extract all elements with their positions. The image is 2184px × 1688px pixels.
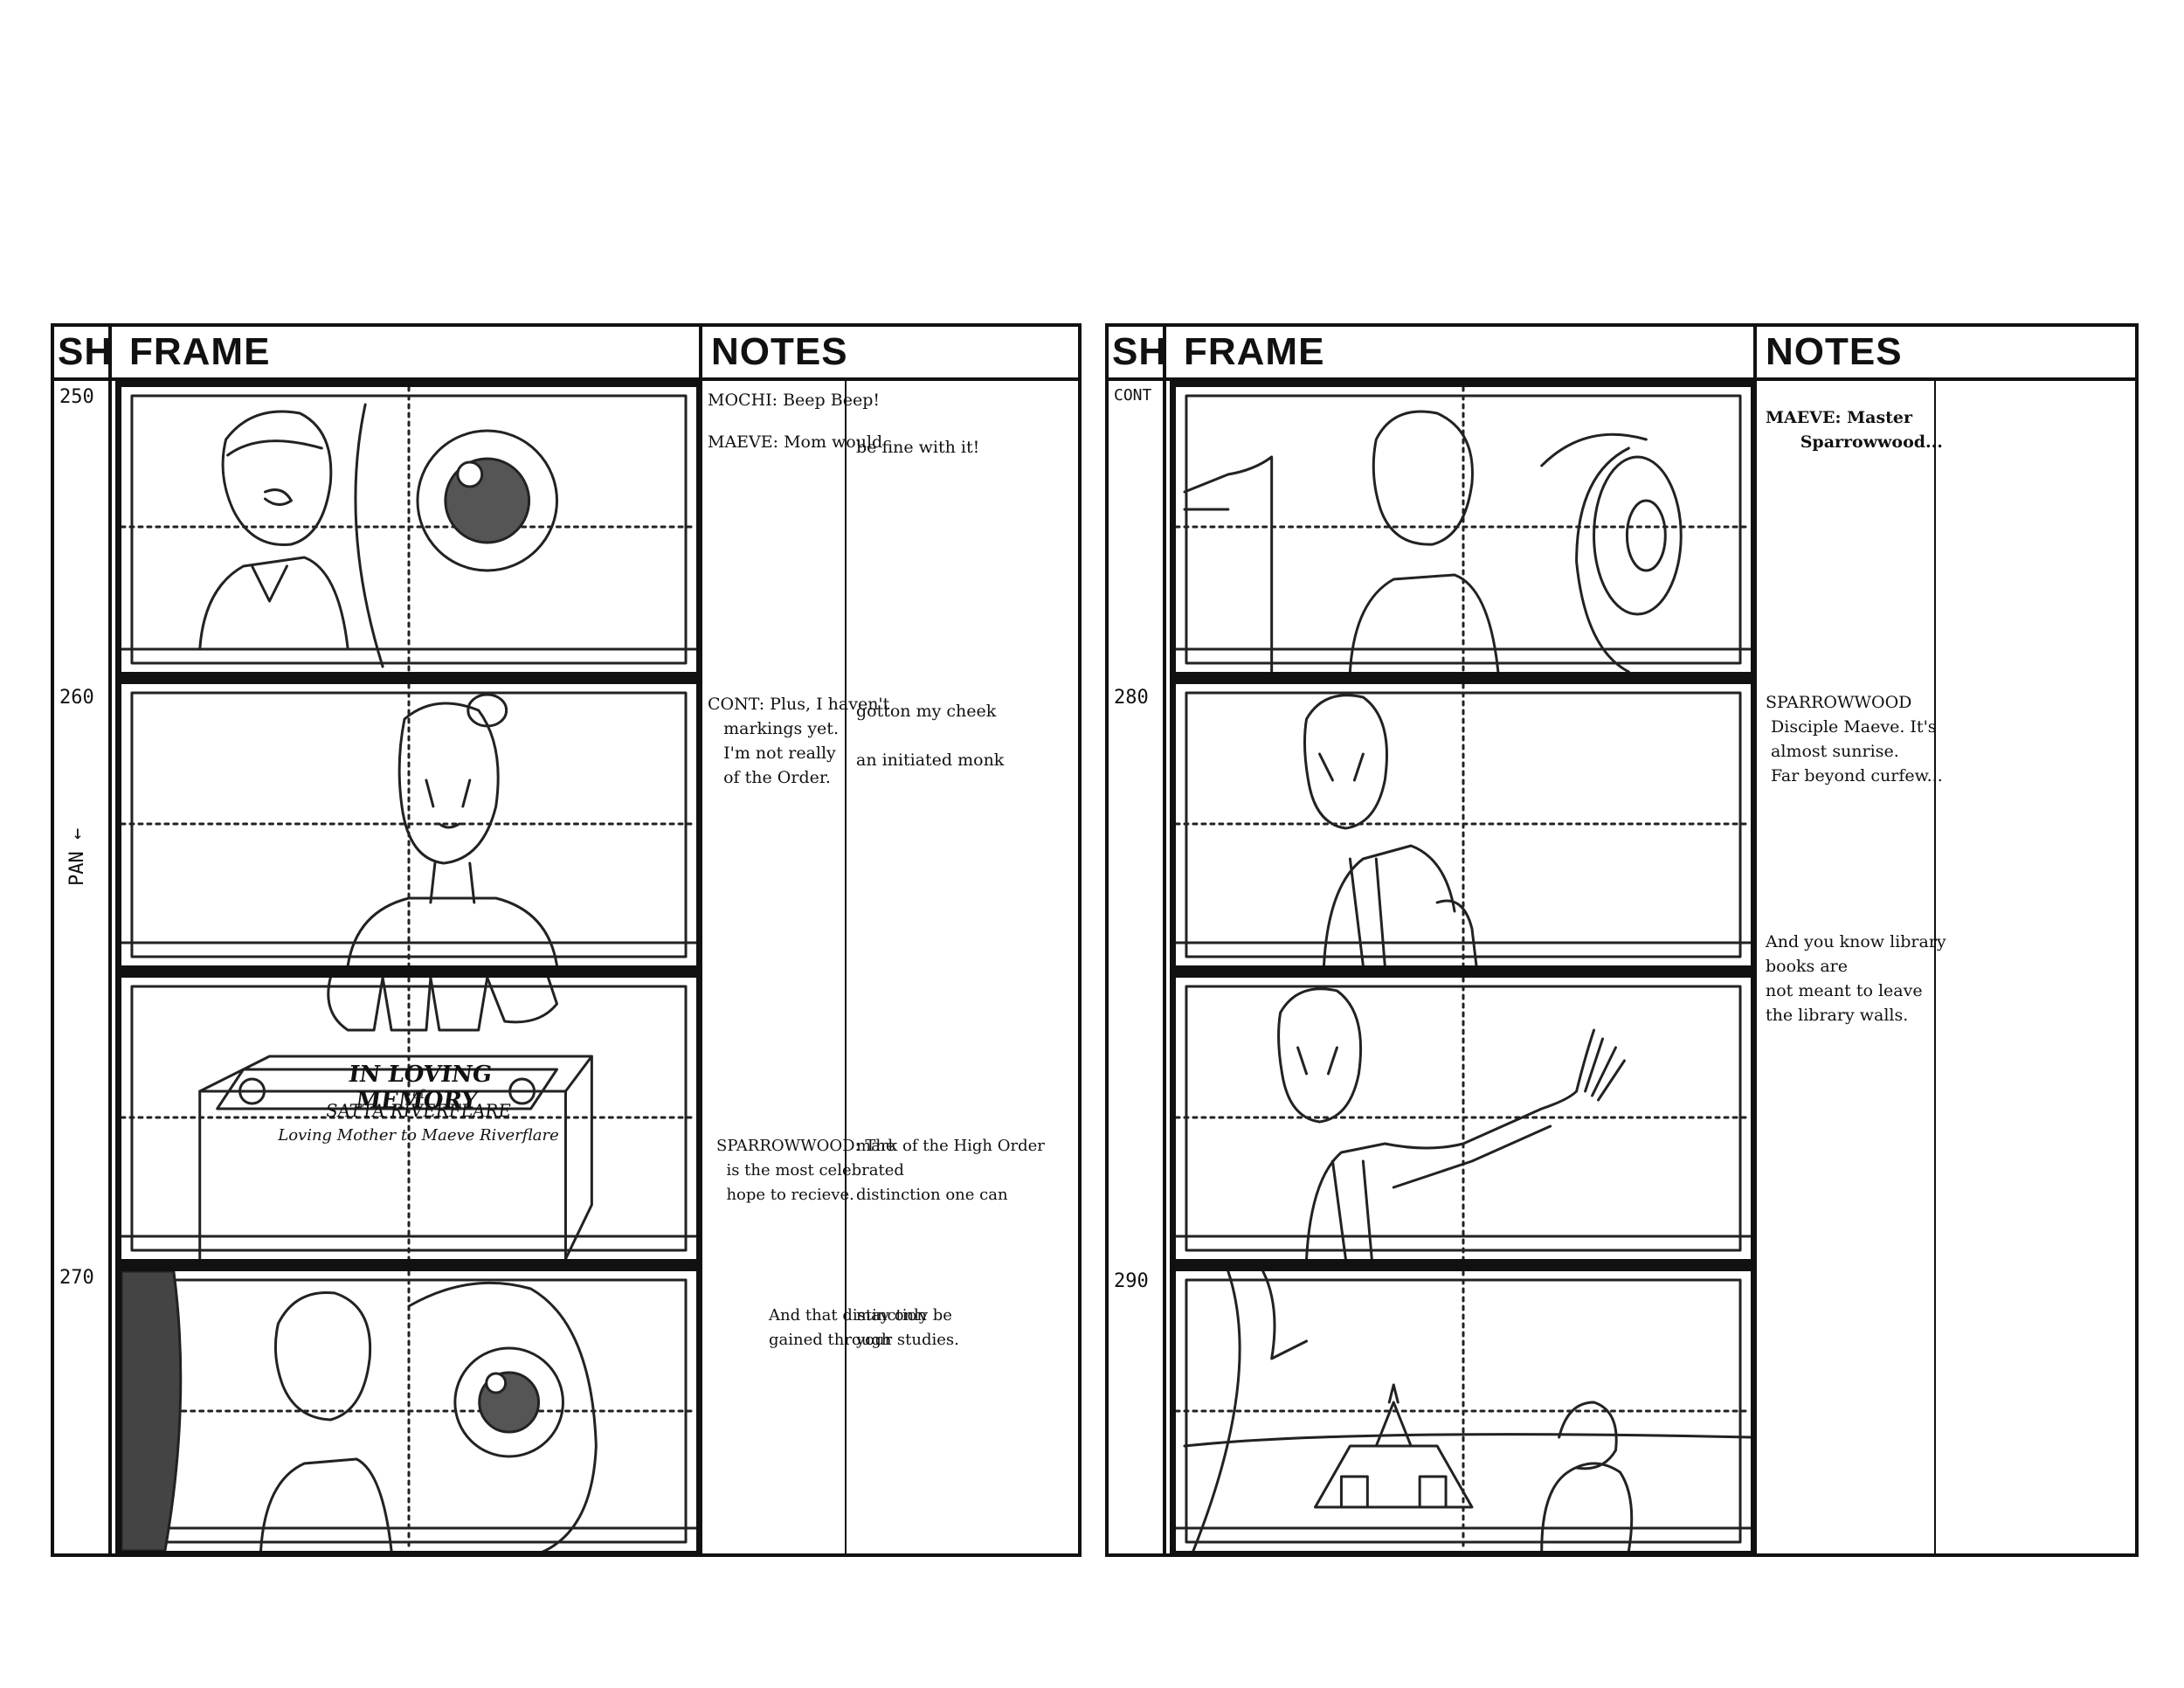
notes-divider bbox=[845, 381, 847, 1553]
sketch-statue-bust bbox=[121, 684, 696, 965]
shot-number: CONT bbox=[1114, 386, 1152, 405]
sheet-header: SH FRAME NOTES bbox=[54, 327, 1078, 381]
note-text: SPARROWWOOD Disciple Maeve. It's almost … bbox=[1766, 693, 1943, 785]
sketch-girl-and-robot-closeup bbox=[121, 1271, 696, 1551]
notes-header: NOTES bbox=[1766, 330, 1903, 373]
note-text: may only be your studies. bbox=[856, 1306, 959, 1349]
note-text: gotton my cheek an initiated monk bbox=[856, 702, 1005, 770]
shot-number: 270 bbox=[59, 1267, 94, 1289]
sh-header: SH bbox=[58, 330, 114, 373]
notes-divider bbox=[1934, 381, 1936, 1553]
frame-panel bbox=[1170, 678, 1757, 972]
sketch-girl-and-robot bbox=[121, 387, 696, 672]
sketch-sparrowwood-gesture bbox=[1176, 978, 1751, 1259]
note-text: And you know library books are not meant… bbox=[1766, 932, 1946, 1025]
plaque-line-2: of bbox=[412, 1088, 425, 1102]
notes-header: NOTES bbox=[711, 330, 848, 373]
note-text: MAEVE: Master Sparrowwood... bbox=[1766, 408, 1943, 452]
pan-label: PAN ← bbox=[66, 827, 88, 886]
note-text: mark of the High Order distinction one c… bbox=[856, 1137, 1045, 1204]
shot-number: 280 bbox=[1114, 687, 1149, 709]
plaque-line-4: Loving Mother to Maeve Riverflare bbox=[278, 1126, 559, 1145]
frame-panel bbox=[115, 678, 702, 972]
note-text: MOCHI: Beep Beep! bbox=[708, 391, 880, 410]
sketch-temple-landscape bbox=[1176, 1271, 1751, 1551]
sketch-sparrowwood bbox=[1176, 684, 1751, 965]
note-text: CONT: Plus, I haven't markings yet. I'm … bbox=[708, 695, 890, 787]
storyboard-sheet-right: SH FRAME NOTES CONT 280 290 bbox=[1105, 323, 2139, 1557]
sketch-girl-looking-up bbox=[1176, 387, 1751, 672]
frame-panel bbox=[115, 381, 702, 678]
frame-panel bbox=[1170, 1265, 1757, 1557]
sh-header: SH bbox=[1112, 330, 1168, 373]
frame-header: FRAME bbox=[129, 330, 271, 373]
sketch-memorial-plaque bbox=[121, 978, 696, 1259]
note-text: MAEVE: Mom would bbox=[708, 432, 883, 452]
note-text: be fine with it! bbox=[856, 438, 980, 457]
frame-panel: IN LOVING MEMORY of SATTA RIVERFLARE Lov… bbox=[115, 972, 702, 1265]
column-divider bbox=[1163, 327, 1166, 1553]
plaque-line-3: SATTA RIVERFLARE bbox=[324, 1100, 513, 1121]
shot-number: 260 bbox=[59, 687, 94, 709]
sheet-header: SH FRAME NOTES bbox=[1109, 327, 2135, 381]
shot-number: 290 bbox=[1114, 1270, 1149, 1292]
shot-number: 250 bbox=[59, 386, 94, 408]
frame-header: FRAME bbox=[1184, 330, 1325, 373]
frame-panel bbox=[1170, 972, 1757, 1265]
frame-panel bbox=[115, 1265, 702, 1557]
note-text: SPARROWWOOD: The is the most celebrated … bbox=[716, 1137, 904, 1204]
note-text: And that distinction gained through bbox=[769, 1306, 927, 1349]
column-divider bbox=[108, 327, 112, 1553]
frame-panel bbox=[1170, 381, 1757, 678]
storyboard-sheet-left: SH FRAME NOTES 250 260 270 PAN ← bbox=[51, 323, 1082, 1557]
